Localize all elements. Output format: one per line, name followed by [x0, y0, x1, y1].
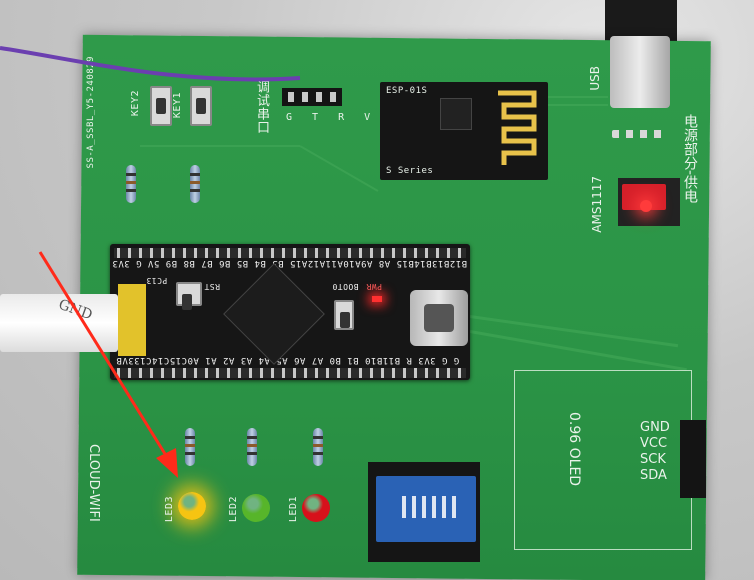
led3-yellow [178, 492, 206, 520]
rst-button[interactable] [176, 282, 202, 310]
pin-header-top [114, 248, 466, 258]
power-label: 电源部分-供电 [682, 114, 698, 204]
oled-label: 0.96 OLED [566, 412, 582, 487]
cloud-wifi-label: CLOUD-WIFI [86, 444, 101, 522]
key2-label: KEY2 [130, 90, 141, 117]
trace [548, 104, 608, 106]
oled-pin-gnd: GND [640, 420, 670, 435]
led1-red [302, 494, 330, 522]
led1-resistor [313, 428, 323, 466]
oled-pin-sda: SDA [640, 468, 667, 483]
led2-label: LED2 [228, 496, 239, 523]
pin-header-bottom [114, 368, 466, 378]
usb-plug [610, 36, 670, 108]
esp-chip [440, 98, 472, 130]
ams1117-label: AMS1117 [590, 176, 604, 233]
pwr-label: PWR [366, 282, 382, 291]
serial-header [282, 88, 342, 106]
led2-green [242, 494, 270, 522]
led3-resistor [185, 428, 195, 466]
esp-title-label: ESP-01S [386, 86, 428, 96]
key1-label: KEY1 [172, 92, 183, 119]
power-led [640, 200, 652, 212]
led3-label: LED3 [164, 496, 175, 523]
usb-label: USB [588, 66, 602, 91]
usb-c-opening [424, 304, 454, 332]
key2-button[interactable] [150, 86, 172, 126]
esp-antenna-icon [498, 90, 537, 165]
pin-labels-top: B12B13B14B15 A8 A9A10A11A12A15 B3 B4 B5 … [112, 258, 468, 268]
esp-series-label: S Series [386, 166, 434, 176]
boot0-button[interactable] [334, 300, 354, 330]
boot0-label: BOOT0 [332, 282, 359, 291]
board-id-label: SS-A_SSBL_Y5-240829 [86, 56, 96, 169]
led2-resistor [247, 428, 257, 466]
trace [140, 145, 300, 147]
left-connector [118, 284, 146, 356]
mcu-power-led [372, 296, 382, 302]
oled-pin-sck: SCK [640, 452, 666, 467]
resistor [126, 165, 136, 203]
rst-label: RST [204, 282, 220, 291]
key1-button[interactable] [190, 86, 212, 126]
resistor [190, 165, 200, 203]
trace [548, 96, 608, 98]
serial-pins-label: G T R V [286, 112, 378, 123]
led1-label: LED1 [288, 496, 299, 523]
oled-pin-vcc: VCC [640, 436, 668, 451]
pin-labels-bottom: G G 3V3 R B11B10 B1 B0 A7 A6 A5 A4 A3 A2… [116, 355, 460, 365]
serial-label: 调试串口 [254, 80, 269, 134]
power-pads [612, 130, 664, 138]
pc13-label: PC13 [146, 276, 168, 285]
dht11-grille [396, 496, 456, 518]
oled-header [680, 420, 706, 498]
